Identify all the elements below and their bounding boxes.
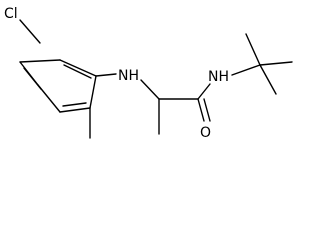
carbonyl-oxygen-label: O: [200, 125, 211, 141]
ring-double-bond-1: [23, 67, 42, 90]
tbutyl-methyl-up: [245, 33, 261, 66]
ring-bond-6: [59, 59, 97, 77]
benzene-ring: [19, 59, 97, 113]
carbonyl-to-amide-nh-bond: [197, 83, 211, 100]
ring-double-bond-3: [63, 64, 92, 79]
ring-double-bond-2: [62, 102, 87, 107]
carbonyl-bond-a: [197, 98, 205, 122]
tbutyl-methyl-right-down: [259, 64, 277, 95]
amide-nh-to-tbutyl-bond: [231, 64, 261, 76]
ring-bond-5: [89, 75, 97, 109]
ring-bond-3: [37, 84, 61, 113]
carbonyl-bond-b: [203, 98, 211, 122]
structure-canvas: Cl NH NH O: [4, 6, 293, 141]
amine-to-alpha-carbon-bond: [140, 79, 160, 100]
ring-bond-4: [59, 107, 91, 113]
chloro-bond: [19, 19, 41, 44]
ring-to-amine-bond: [95, 73, 117, 77]
amide-nh-label: NH: [208, 69, 229, 85]
chloro-atom-label: Cl: [4, 6, 18, 22]
chemical-structure-drawing: Cl NH NH O: [4, 6, 293, 141]
tbutyl-methyl-right-up: [259, 61, 293, 66]
ring-bond-1: [19, 59, 61, 63]
amine-nh-label: NH: [118, 68, 139, 84]
